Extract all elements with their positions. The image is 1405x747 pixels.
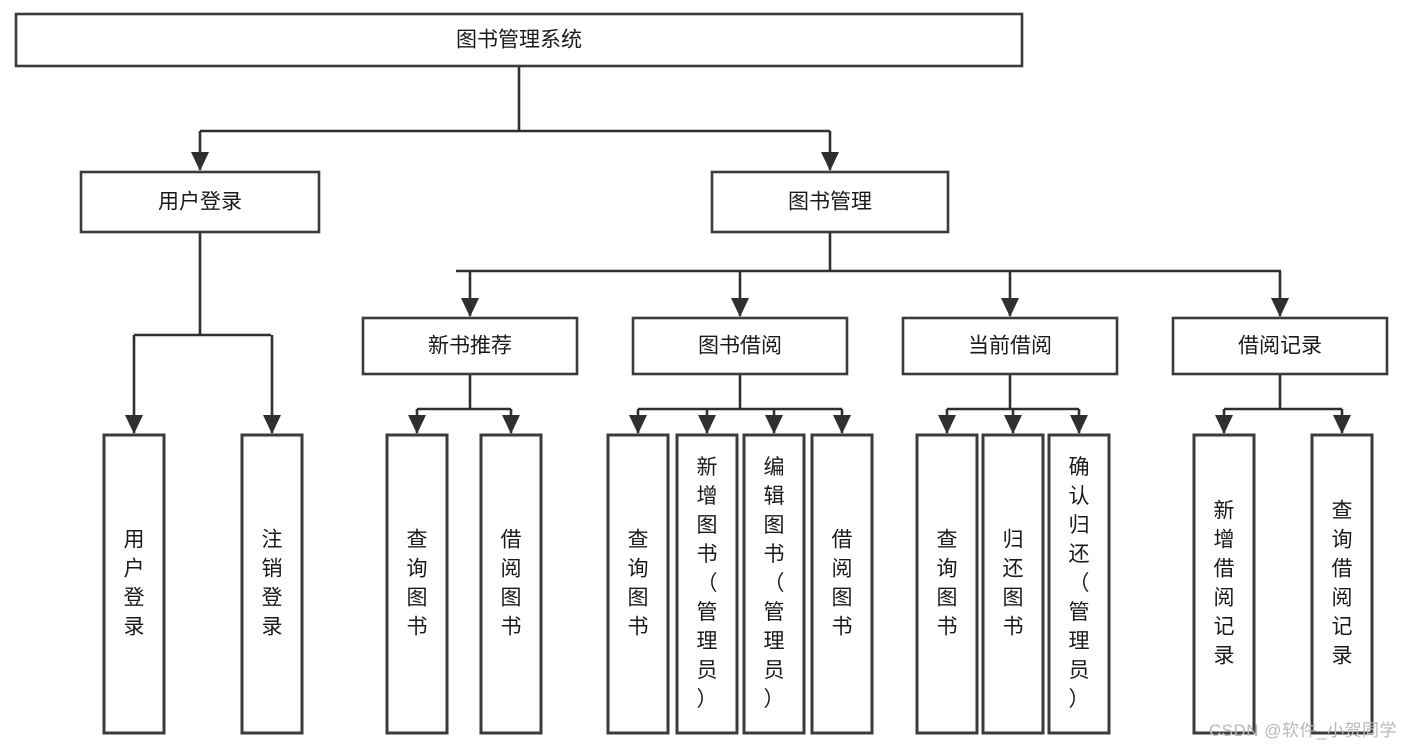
- node-user-login[interactable]: 用户登录: [79, 170, 321, 234]
- arrowhead-icon: [1215, 415, 1233, 434]
- new-book-recommend-box[interactable]: [361, 316, 579, 376]
- leaf-query-book-1-label: 查询图书: [407, 528, 428, 638]
- leaf-layer: 用户登录 注销登录 查询图书 借阅图书 查询图书 新增图书（管理员） 编辑图书（管理员） 借阅…: [102, 433, 1374, 735]
- arrowhead-icon: [698, 415, 716, 434]
- leaf-query-record-box[interactable]: [1310, 433, 1374, 735]
- arrowhead-icon: [1001, 298, 1019, 317]
- leaf-logout-box[interactable]: [240, 433, 304, 735]
- node-leaf-user-login[interactable]: 用户登录: [102, 433, 166, 735]
- leaf-return-book-label: 归还图书: [1003, 528, 1024, 638]
- leaf-return-book-box[interactable]: [981, 433, 1045, 735]
- leaf-confirm-return-label: 确认归还（管理员）: [1069, 456, 1090, 711]
- arrowhead-icon: [461, 298, 479, 317]
- user-login-label: 用户登录: [158, 191, 242, 214]
- leaf-add-book-label: 新增图书（管理员）: [697, 456, 718, 711]
- node-leaf-add-book[interactable]: 新增图书（管理员）: [675, 433, 739, 735]
- arrowhead-icon: [821, 152, 839, 171]
- arrowhead-icon: [263, 415, 281, 434]
- leaf-add-book-box[interactable]: [675, 433, 739, 735]
- arrowhead-icon: [629, 415, 647, 434]
- leaf-borrow-book-2-label: 借阅图书: [832, 528, 853, 638]
- node-root[interactable]: 图书管理系统: [14, 12, 1024, 68]
- leaf-borrow-book-2-box[interactable]: [810, 433, 874, 735]
- leaf-confirm-return-box[interactable]: [1047, 433, 1111, 735]
- arrowhead-icon: [833, 415, 851, 434]
- leaf-query-book-2-box[interactable]: [606, 433, 670, 735]
- node-leaf-return-book[interactable]: 归还图书: [981, 433, 1045, 735]
- leaf-query-book-2-label: 查询图书: [628, 528, 649, 638]
- current-borrow-label: 当前借阅: [968, 335, 1052, 358]
- leaf-user-login-box[interactable]: [102, 433, 166, 735]
- leaf-borrow-book-1-label: 借阅图书: [501, 528, 522, 638]
- arrowhead-icon: [502, 415, 520, 434]
- arrowhead-icon: [191, 152, 209, 171]
- book-management-box[interactable]: [710, 170, 950, 234]
- level1-layer: 用户登录 图书管理: [79, 170, 950, 234]
- arrowhead-icon: [1271, 298, 1289, 317]
- leaf-add-record-label: 新增借阅记录: [1214, 499, 1235, 667]
- node-leaf-borrow-book-1[interactable]: 借阅图书: [479, 433, 543, 735]
- book-management-label: 图书管理: [788, 191, 872, 214]
- leaf-query-book-3-box[interactable]: [915, 433, 979, 735]
- node-leaf-query-book-1[interactable]: 查询图书: [385, 433, 449, 735]
- arrowhead-layer: [125, 152, 1351, 434]
- arrowhead-icon: [1004, 415, 1022, 434]
- arrowhead-icon: [1333, 415, 1351, 434]
- node-leaf-borrow-book-2[interactable]: 借阅图书: [810, 433, 874, 735]
- root-box[interactable]: [14, 12, 1024, 68]
- level2-layer: 新书推荐 图书借阅 当前借阅 借阅记录: [361, 316, 1389, 376]
- leaf-query-record-label: 查询借阅记录: [1332, 499, 1353, 667]
- arrowhead-icon: [938, 415, 956, 434]
- new-book-recommend-label: 新书推荐: [428, 335, 512, 358]
- node-leaf-add-record[interactable]: 新增借阅记录: [1192, 433, 1256, 735]
- node-current-borrow[interactable]: 当前借阅: [901, 316, 1119, 376]
- arrowhead-icon: [1070, 415, 1088, 434]
- node-new-book-recommend[interactable]: 新书推荐: [361, 316, 579, 376]
- node-book-management[interactable]: 图书管理: [710, 170, 950, 234]
- book-borrow-box[interactable]: [631, 316, 849, 376]
- node-leaf-logout[interactable]: 注销登录: [240, 433, 304, 735]
- borrow-record-label: 借阅记录: [1238, 335, 1322, 358]
- leaf-query-book-1-box[interactable]: [385, 433, 449, 735]
- leaf-add-record-box[interactable]: [1192, 433, 1256, 735]
- leaf-logout-label: 注销登录: [262, 528, 283, 638]
- arrowhead-icon: [125, 415, 143, 434]
- arrowhead-icon: [765, 415, 783, 434]
- arrowhead-icon: [731, 298, 749, 317]
- book-borrow-label: 图书借阅: [698, 335, 782, 358]
- node-leaf-edit-book[interactable]: 编辑图书（管理员）: [742, 433, 806, 735]
- root-label: 图书管理系统: [456, 29, 582, 52]
- leaf-edit-book-label: 编辑图书（管理员）: [764, 456, 785, 711]
- current-borrow-box[interactable]: [901, 316, 1119, 376]
- user-login-box[interactable]: [79, 170, 321, 234]
- node-borrow-record[interactable]: 借阅记录: [1171, 316, 1389, 376]
- arrowhead-icon: [408, 415, 426, 434]
- leaf-query-book-3-label: 查询图书: [937, 528, 958, 638]
- node-leaf-query-book-3[interactable]: 查询图书: [915, 433, 979, 735]
- node-book-borrow[interactable]: 图书借阅: [631, 316, 849, 376]
- node-leaf-query-record[interactable]: 查询借阅记录: [1310, 433, 1374, 735]
- leaf-user-login-label: 用户登录: [124, 528, 145, 638]
- leaf-edit-book-box[interactable]: [742, 433, 806, 735]
- connector-layer: [132, 66, 1344, 433]
- node-leaf-confirm-return[interactable]: 确认归还（管理员）: [1047, 433, 1111, 735]
- node-leaf-query-book-2[interactable]: 查询图书: [606, 433, 670, 735]
- leaf-borrow-book-1-box[interactable]: [479, 433, 543, 735]
- borrow-record-box[interactable]: [1171, 316, 1389, 376]
